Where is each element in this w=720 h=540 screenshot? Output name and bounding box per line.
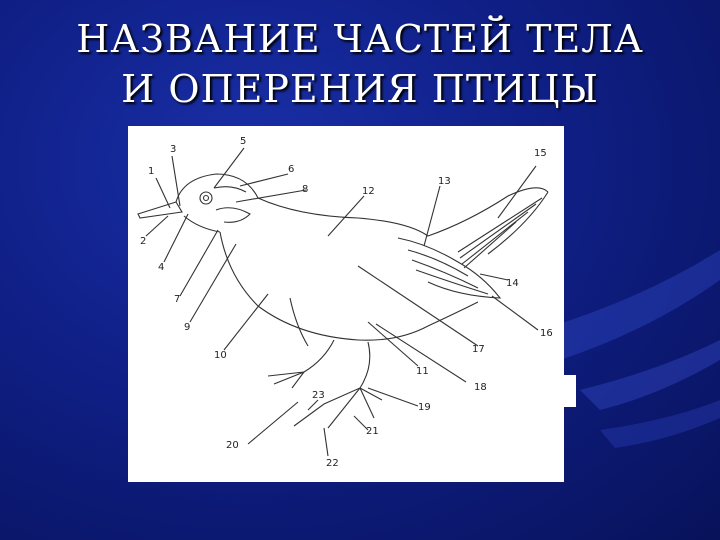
slide-title: НАЗВАНИЕ ЧАСТЕЙ ТЕЛА И ОПЕРЕНИЯ ПТИЦЫ <box>0 14 720 114</box>
label-4: 4 <box>158 262 164 273</box>
label-8: 8 <box>302 184 308 195</box>
label-5: 5 <box>240 136 246 147</box>
label-3: 3 <box>170 144 176 155</box>
label-15: 15 <box>534 148 547 159</box>
label-13: 13 <box>438 176 451 187</box>
label-7: 7 <box>174 294 180 305</box>
label-1: 1 <box>148 166 154 177</box>
label-21: 21 <box>366 426 379 437</box>
label-19: 19 <box>418 402 431 413</box>
bird-drawing: 1 2 3 4 5 6 7 8 9 10 11 12 13 14 15 16 1… <box>137 136 553 469</box>
eye-ring <box>199 191 213 205</box>
part-number-labels: 1 2 3 4 5 6 7 8 9 10 11 12 13 14 15 16 1… <box>140 136 553 469</box>
label-22: 22 <box>326 458 339 469</box>
label-14: 14 <box>506 278 519 289</box>
label-12: 12 <box>362 186 375 197</box>
label-10: 10 <box>214 350 227 361</box>
label-23: 23 <box>312 390 325 401</box>
title-line-2: И ОПЕРЕНИЯ ПТИЦЫ <box>121 67 599 111</box>
label-18: 18 <box>474 382 487 393</box>
label-11: 11 <box>416 366 429 377</box>
head-outline <box>175 173 259 203</box>
label-2: 2 <box>140 236 146 247</box>
title-line-1: НАЗВАНИЕ ЧАСТЕЙ ТЕЛА <box>76 17 644 61</box>
label-17: 17 <box>472 344 485 355</box>
diagram-white-patch-small <box>564 375 576 407</box>
label-20: 20 <box>226 440 239 451</box>
label-16: 16 <box>540 328 553 339</box>
diagram-white-patch <box>500 428 564 482</box>
label-9: 9 <box>184 322 190 333</box>
beak-shape <box>137 201 183 219</box>
bird-diagram: 1 2 3 4 5 6 7 8 9 10 11 12 13 14 15 16 1… <box>128 126 564 482</box>
label-6: 6 <box>288 164 294 175</box>
